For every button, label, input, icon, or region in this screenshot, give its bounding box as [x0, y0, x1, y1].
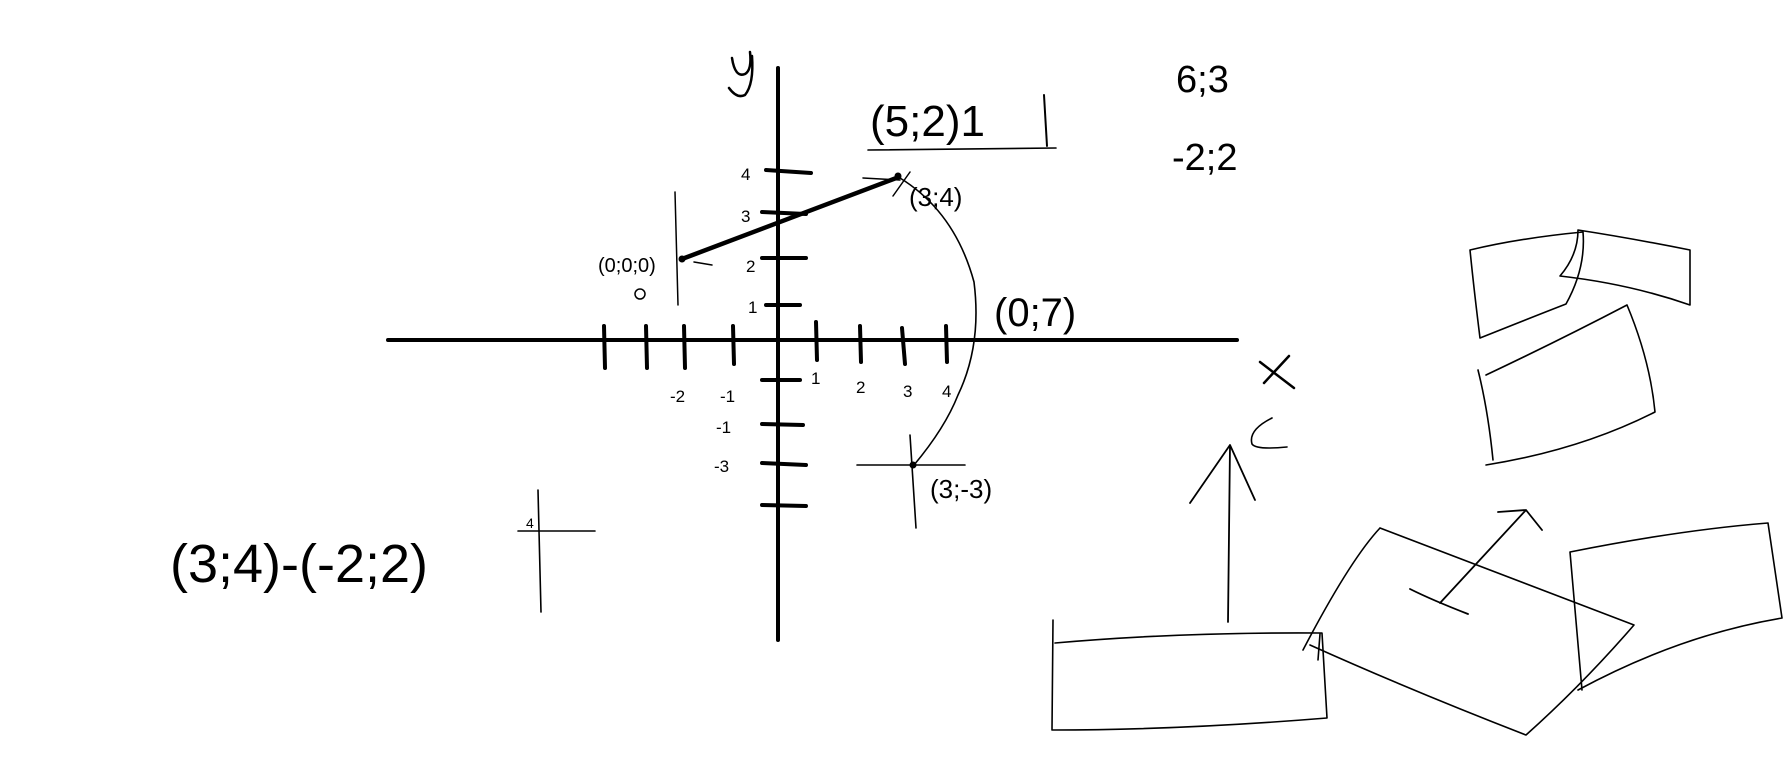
- y-tick-2: 2: [746, 257, 755, 276]
- fraction-vertical: [1043, 94, 1048, 147]
- small-c-label: c: [1246, 449, 1247, 451]
- y-tick-neg3: -3: [714, 457, 729, 476]
- tilted-rectangle-1: [1302, 527, 1635, 736]
- x-tick-neg1: -1: [720, 387, 735, 406]
- small-circle-mark: [634, 288, 646, 300]
- curve-path: [899, 177, 977, 466]
- top-right-line1: 6;3: [1176, 59, 1229, 101]
- x-tick-4: 4: [942, 382, 951, 401]
- x-axis-letter: [1258, 354, 1296, 390]
- x-tick-2: 2: [856, 378, 865, 397]
- x-tick-neg2: -2: [670, 387, 685, 406]
- y-tick-neg1: -1: [716, 418, 731, 437]
- top-fraction: (5;2)1: [870, 97, 985, 146]
- y-tick-4: 4: [741, 165, 750, 184]
- small-c-shape: [1250, 417, 1288, 449]
- y-tick-3: 3: [741, 207, 750, 226]
- expression: (3;4)-(-2;2): [170, 534, 428, 594]
- base-rectangle: [1051, 619, 1328, 731]
- origin-dot: [678, 255, 686, 263]
- y-axis-letter: [727, 50, 754, 98]
- x-tick-1: 1: [811, 369, 820, 388]
- expression-sup: 4: [526, 515, 534, 531]
- origin-marker: [674, 191, 679, 306]
- up-arrow: [1189, 444, 1256, 623]
- y-tick-1: 1: [748, 298, 757, 317]
- top-right-line2: -2;2: [1172, 137, 1237, 179]
- labels: 4 3 2 1 -1 -3 -2 -1 1 2 3 4 (0;0;0) (3;4…: [170, 59, 1247, 594]
- x-axis-ticks: [602, 320, 949, 370]
- point-c-dot: [909, 461, 917, 469]
- fraction-bar: [867, 147, 1057, 151]
- y-axis-ticks: [760, 168, 813, 508]
- origin-label: (0;0;0): [598, 255, 656, 277]
- middle-arrow: [1409, 509, 1543, 615]
- vector-line: [679, 174, 902, 262]
- point-c-label: (3;-3): [930, 474, 992, 504]
- top-square-2: [1559, 229, 1691, 306]
- point-a-mark: [862, 171, 911, 197]
- large-square: [1477, 304, 1656, 466]
- tilted-rectangle-2: [1569, 522, 1783, 691]
- origin-tick: [693, 261, 713, 266]
- point-b-label: (0;7): [994, 291, 1076, 335]
- top-square-1: [1469, 231, 1585, 339]
- x-tick-3: 3: [903, 382, 912, 401]
- point-a-label: (3;4): [909, 182, 962, 212]
- expression-mark: [517, 489, 596, 613]
